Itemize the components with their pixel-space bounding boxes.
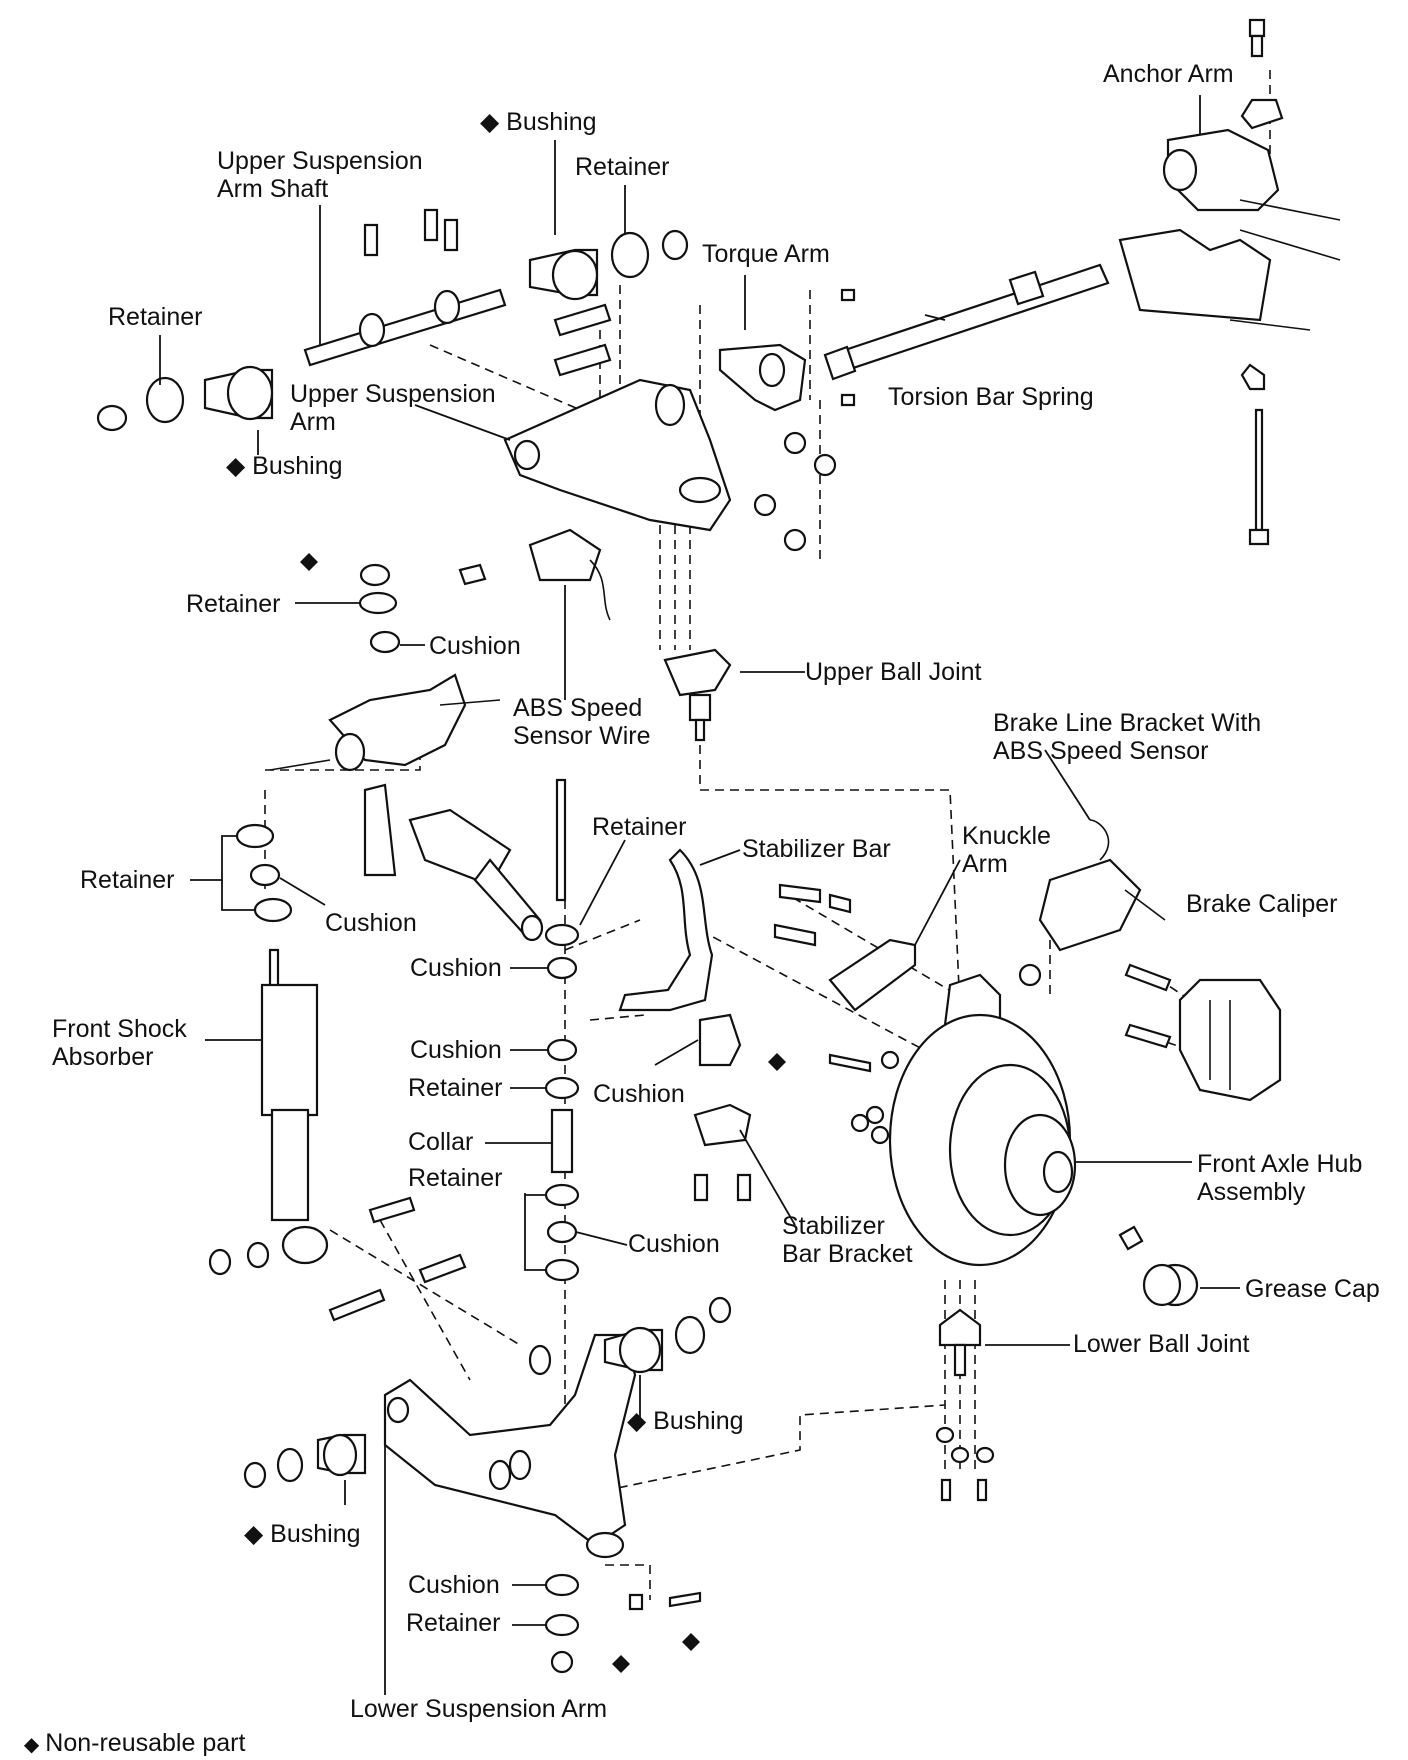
label-cushion-left: Cushion bbox=[325, 909, 417, 937]
label-cushion-stack1: Cushion bbox=[410, 954, 502, 982]
brake-caliper-part bbox=[1124, 963, 1282, 1102]
label-retainer-mid: Retainer bbox=[186, 590, 281, 618]
knuckle-arm-part bbox=[773, 883, 917, 1012]
label-front-axle-hub: Front Axle Hub Assembly bbox=[1197, 1150, 1363, 1206]
front-shock-part bbox=[208, 948, 467, 1322]
upper-arm-part bbox=[503, 303, 732, 532]
brake-line-bracket-part bbox=[1018, 819, 1166, 987]
legend-text: Non-reusable part bbox=[45, 1729, 246, 1757]
label-cushion-top: Cushion bbox=[429, 632, 521, 660]
label-bushing-top: ◆ Bushing bbox=[480, 108, 597, 136]
label-knuckle-arm: Knuckle Arm bbox=[962, 822, 1051, 878]
upper-ball-joint-part bbox=[663, 648, 732, 742]
diamond-icon bbox=[612, 1655, 630, 1673]
label-cushion-stack3: Cushion bbox=[628, 1230, 720, 1258]
label-bushing-left: ◆ Bushing bbox=[226, 452, 343, 480]
stabilizer-link-stack bbox=[544, 778, 580, 1674]
torsion-bar-part bbox=[823, 263, 1110, 381]
leader-lines bbox=[159, 95, 1240, 1695]
upper-arm-bushings bbox=[96, 229, 689, 432]
diamond-icon: ◆ bbox=[23, 1734, 40, 1756]
label-cushion-bracket: Cushion bbox=[593, 1080, 685, 1108]
grease-cap-part bbox=[1118, 1225, 1199, 1307]
label-retainer-top: Retainer bbox=[575, 153, 670, 181]
label-stab-bracket: Stabilizer Bar Bracket bbox=[782, 1212, 913, 1268]
label-lower-ball-joint: Lower Ball Joint bbox=[1073, 1330, 1250, 1358]
front-axle-hub-part bbox=[828, 973, 1077, 1267]
label-torque-arm: Torque Arm bbox=[702, 240, 830, 268]
torque-arm-part bbox=[718, 288, 856, 552]
upper-arm-shaft-part bbox=[303, 208, 507, 367]
label-retainer-stab: Retainer bbox=[592, 813, 687, 841]
label-front-shock: Front Shock Absorber bbox=[52, 1015, 187, 1071]
stabilizer-bar-part bbox=[618, 848, 752, 1202]
lower-arm-part bbox=[243, 1296, 732, 1611]
label-retainer-bottom: Retainer bbox=[406, 1609, 501, 1637]
label-cushion-bottom: Cushion bbox=[408, 1571, 500, 1599]
label-anchor-arm: Anchor Arm bbox=[1103, 60, 1234, 88]
label-bushing-lower-right: ◆ Bushing bbox=[627, 1407, 744, 1435]
label-cushion-stack2: Cushion bbox=[410, 1036, 502, 1064]
label-collar: Collar bbox=[408, 1128, 474, 1156]
label-upper-arm: Upper Suspension Arm bbox=[290, 380, 496, 436]
cv-boot-part bbox=[408, 808, 544, 942]
label-retainer-left: Retainer bbox=[108, 303, 203, 331]
diamond-icon bbox=[682, 1633, 700, 1651]
label-torsion-bar: Torsion Bar Spring bbox=[888, 383, 1094, 411]
label-retainer-stack2: Retainer bbox=[408, 1074, 503, 1102]
label-abs-wire: ABS Speed Sensor Wire bbox=[513, 694, 651, 750]
label-upper-arm-shaft: Upper Suspension Arm Shaft bbox=[217, 147, 423, 203]
label-brake-caliper: Brake Caliper bbox=[1186, 890, 1338, 918]
abs-wire-part bbox=[458, 528, 611, 621]
label-bushing-lower-left: ◆ Bushing bbox=[244, 1520, 361, 1548]
anchor-arm-part bbox=[1118, 18, 1341, 546]
lower-ball-joint-part bbox=[935, 1308, 995, 1502]
frame-bracket-part bbox=[269, 673, 501, 877]
label-upper-ball-joint: Upper Ball Joint bbox=[805, 658, 982, 686]
diamond-icon bbox=[300, 553, 318, 571]
left-retainer-stack bbox=[235, 563, 401, 923]
label-retainer-group-left: Retainer bbox=[80, 866, 175, 894]
label-stabilizer-bar: Stabilizer Bar bbox=[742, 835, 891, 863]
label-lower-arm: Lower Suspension Arm bbox=[350, 1695, 608, 1723]
label-grease-cap: Grease Cap bbox=[1245, 1275, 1380, 1303]
label-brake-line-bracket: Brake Line Bracket With ABS Speed Sensor bbox=[993, 709, 1262, 765]
label-retainer-stack3: Retainer bbox=[408, 1164, 503, 1192]
non-reusable-markers bbox=[300, 553, 786, 1673]
diamond-icon bbox=[768, 1053, 786, 1071]
legend: ◆Non-reusable part bbox=[10, 1700, 246, 1758]
